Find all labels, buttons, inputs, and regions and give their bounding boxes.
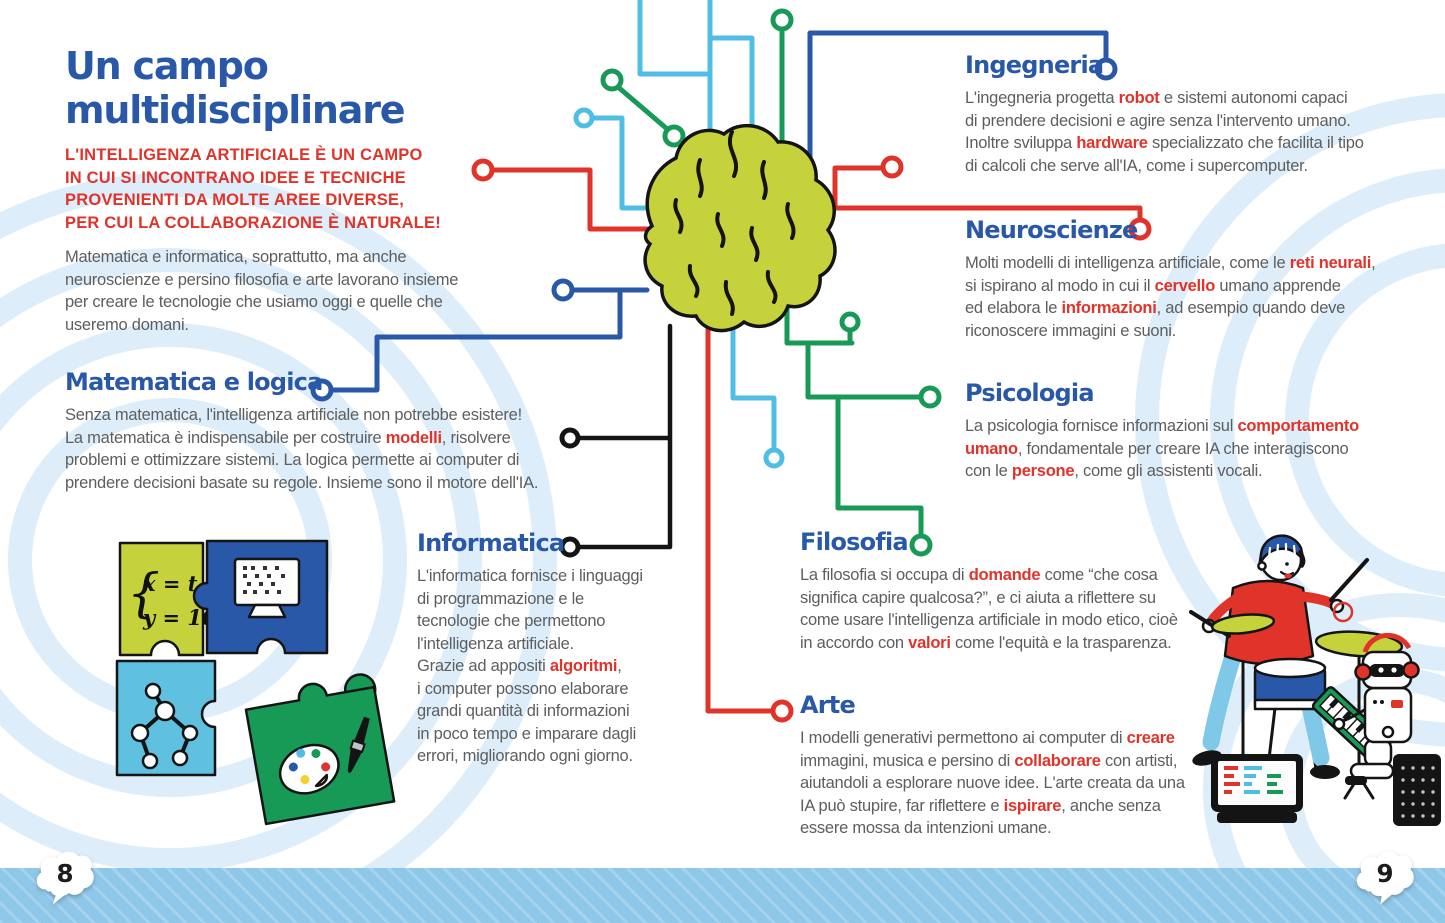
page-number: 8 [56,859,73,888]
drum-icon [1253,657,1327,711]
eye [1285,562,1289,566]
node-icon [909,533,933,557]
section-heading: Neuroscienze [965,216,1138,244]
circuit-black [559,323,673,558]
page-number: 9 [1376,859,1393,888]
robot-hand [1381,725,1395,739]
node-icon [770,8,794,32]
page-bubble-right: 9 [1356,851,1414,905]
speaker-icon [1393,754,1441,826]
svg-text:{: { [127,564,160,624]
section-body: L'ingegneria progetta robot e sistemi au… [965,89,1364,175]
ear-cup-icon [1402,661,1420,679]
section-heading: Matematica e logica [65,368,323,396]
drummer-boy [1189,534,1369,779]
section-filosofia: Filosofia La filosofia si occupa di doma… [800,528,1225,654]
node-icon [573,107,595,129]
page-bubble-left: 8 [36,851,94,905]
intro-highlight: L'INTELLIGENZA ARTIFICIALE È UN CAMPO IN… [65,146,441,232]
node-icon [839,311,861,333]
node-icon [600,68,624,92]
section-heading: Psicologia [965,379,1095,407]
node-icon [918,385,942,409]
shoe-icon [1310,765,1340,779]
node-icon [551,278,575,302]
drumstick-icon [1329,558,1369,602]
section-body: La psicologia fornisce informazioni sul … [965,417,1359,480]
node-icon [559,427,581,449]
ear [1257,561,1267,571]
section-body: Senza matematica, l'intelligenza artific… [65,406,539,492]
page-title: Un campo multidisciplinare [65,44,406,132]
puzzle-illustration: { x = t y = 10 − t [115,539,396,826]
node-icon [559,536,581,558]
cymbal-icon [1210,613,1276,635]
node-icon [1094,57,1118,81]
section-heading: Arte [800,691,856,719]
section-psicologia: Psicologia La psicologia fornisce inform… [965,379,1410,483]
node-icon [880,155,904,179]
robot-leg [1363,738,1393,768]
section-matematica: Matematica e logica Senza matematica, l'… [65,368,570,494]
ear-cup-icon [1354,663,1372,681]
node-icon [1128,217,1152,241]
headphones-icon [1362,632,1412,653]
section-heading: Filosofia [800,528,909,556]
robot-visor [1369,664,1405,677]
node-icon [763,447,785,469]
laptop-icon [1211,754,1303,823]
puzzle-piece-art-icon [244,673,396,826]
section-body: La filosofia si occupa di domande come “… [800,566,1178,652]
section-neuroscienze: Neuroscienze Molti modelli di intelligen… [965,216,1410,342]
section-body: L'informatica fornisce i linguaggi di pr… [417,567,643,765]
node-icon [662,124,686,148]
node-icon [770,699,794,723]
puzzle-piece-molecule-icon [115,659,217,777]
drummer-robot-illustration [1189,534,1441,826]
section-ingegneria: Ingegneria L'ingegneria progetta robot e… [965,51,1410,177]
section-heading: Ingegneria [965,51,1104,79]
footer-band [0,868,1445,923]
intro-body: Matematica e informatica, soprattutto, m… [65,248,459,334]
circuit-red [471,155,1152,723]
puzzle-piece-computer-icon [192,539,329,655]
section-body: I modelli generativi permettono ai compu… [800,729,1185,837]
svg-text:x = t: x = t [142,571,198,596]
section-arte: Arte I modelli generativi permettono ai … [800,691,1225,840]
robot-icon [1311,632,1420,785]
section-body: Molti modelli di intelligenza artificial… [965,254,1376,340]
node-icon [471,158,495,182]
circuit-lightblue [573,0,785,469]
robot-foot [1345,776,1367,785]
robot-hand [1332,717,1346,731]
node-icon [310,378,334,402]
section-informatica: Informatica L'informatica fornisce i lin… [417,529,717,768]
section-heading: Informatica [417,529,565,557]
brain-icon [643,123,837,333]
